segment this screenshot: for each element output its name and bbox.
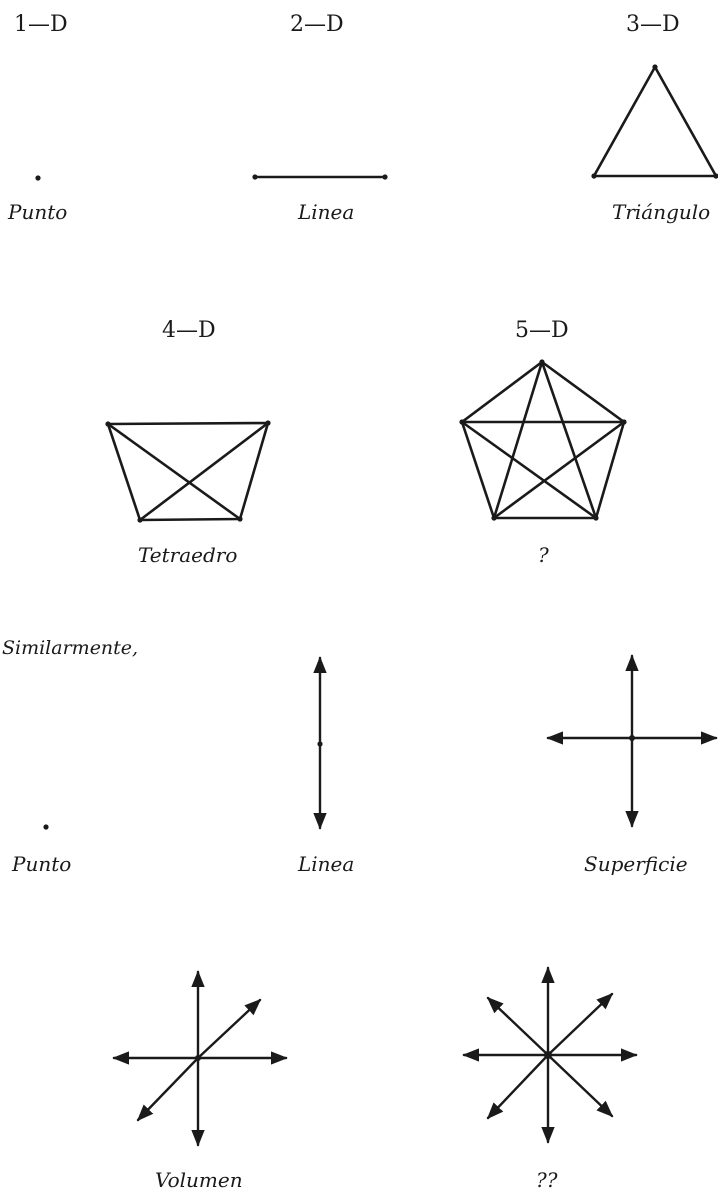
- simplex-tetrahedron: [105, 420, 271, 523]
- caption-point: Punto: [8, 200, 68, 224]
- intro-text: Similarmente,: [2, 637, 139, 659]
- label-2d: 2—D: [290, 12, 344, 37]
- label-1d: 1—D: [14, 12, 68, 37]
- caption-axes-volume: Volumen: [155, 1168, 243, 1192]
- axes-line: [313, 656, 327, 830]
- simplex-line: [252, 174, 388, 180]
- caption-axes-point: Punto: [12, 852, 72, 876]
- axes-volume: [112, 970, 288, 1147]
- caption-unknown-simplex: ?: [538, 543, 549, 567]
- label-3d: 3—D: [626, 12, 680, 37]
- caption-line: Linea: [298, 200, 355, 224]
- caption-axes-surface: Superficie: [584, 852, 688, 876]
- simplex-triangle: [591, 64, 718, 179]
- simplex-5cell: [459, 359, 627, 521]
- simplex-point: [35, 175, 41, 181]
- caption-triangle: Triángulo: [612, 200, 711, 224]
- axes-unknown: [462, 966, 638, 1144]
- caption-axes-unknown: ??: [536, 1168, 558, 1192]
- caption-tetrahedron: Tetraedro: [138, 543, 238, 567]
- label-5d: 5—D: [515, 318, 569, 343]
- caption-axes-line: Linea: [298, 852, 355, 876]
- label-4d: 4—D: [162, 318, 216, 343]
- axes-surface: [546, 654, 718, 828]
- axes-point: [43, 824, 49, 830]
